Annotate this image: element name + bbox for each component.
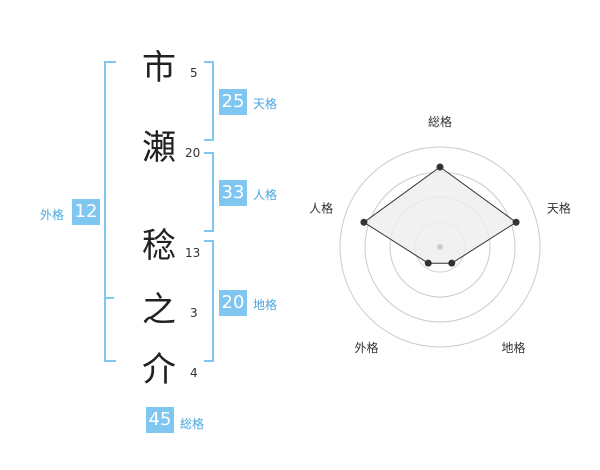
chikaku-value: 20 — [219, 290, 247, 316]
tenkaku-label: 天格 — [253, 97, 278, 111]
radar-point-5 — [360, 218, 368, 226]
radar-axis-label-1: 総格 — [428, 114, 452, 129]
radar-point-2 — [512, 218, 520, 226]
radar-point-1 — [436, 163, 444, 171]
tenkaku-value: 25 — [219, 89, 247, 115]
chikaku-label: 地格 — [253, 298, 278, 312]
chikaku-bracket — [204, 240, 214, 362]
radar-axis-label-2: 天格 — [547, 200, 571, 215]
radar-center-point — [437, 244, 443, 250]
stroke-count-4: 3 — [190, 306, 198, 320]
radar-ring-4 — [339, 146, 541, 348]
name-char-4: 之 — [142, 290, 176, 330]
name-char-3: 稔 — [142, 226, 176, 266]
jinkaku-value: 33 — [219, 180, 247, 206]
gaikaku-bracket — [104, 61, 116, 362]
gaikaku-bracket-tick — [106, 297, 114, 299]
jinkaku-label: 人格 — [253, 188, 278, 202]
soukaku-value: 45 — [146, 407, 174, 433]
radar-axis-label-3: 地格 — [501, 340, 525, 355]
stroke-count-5: 4 — [190, 366, 198, 380]
stroke-count-1: 5 — [190, 66, 198, 80]
radar-axis-label-5: 人格 — [309, 200, 333, 215]
tenkaku-bracket — [204, 61, 214, 141]
soukaku-label: 総格 — [180, 417, 205, 431]
name-char-2: 瀬 — [142, 128, 176, 168]
jinkaku-bracket — [204, 152, 214, 232]
radar-point-4 — [424, 259, 432, 267]
radar-point-3 — [448, 259, 456, 267]
radar-series-shape — [363, 166, 517, 264]
name-char-1: 市 — [142, 48, 176, 88]
gaikaku-label: 外格 — [40, 208, 65, 222]
stroke-count-2: 20 — [185, 146, 201, 160]
name-char-5: 介 — [142, 350, 176, 390]
gaikaku-value: 12 — [72, 199, 100, 225]
radar-axis-label-4: 外格 — [354, 340, 378, 355]
stroke-count-3: 13 — [185, 246, 201, 260]
